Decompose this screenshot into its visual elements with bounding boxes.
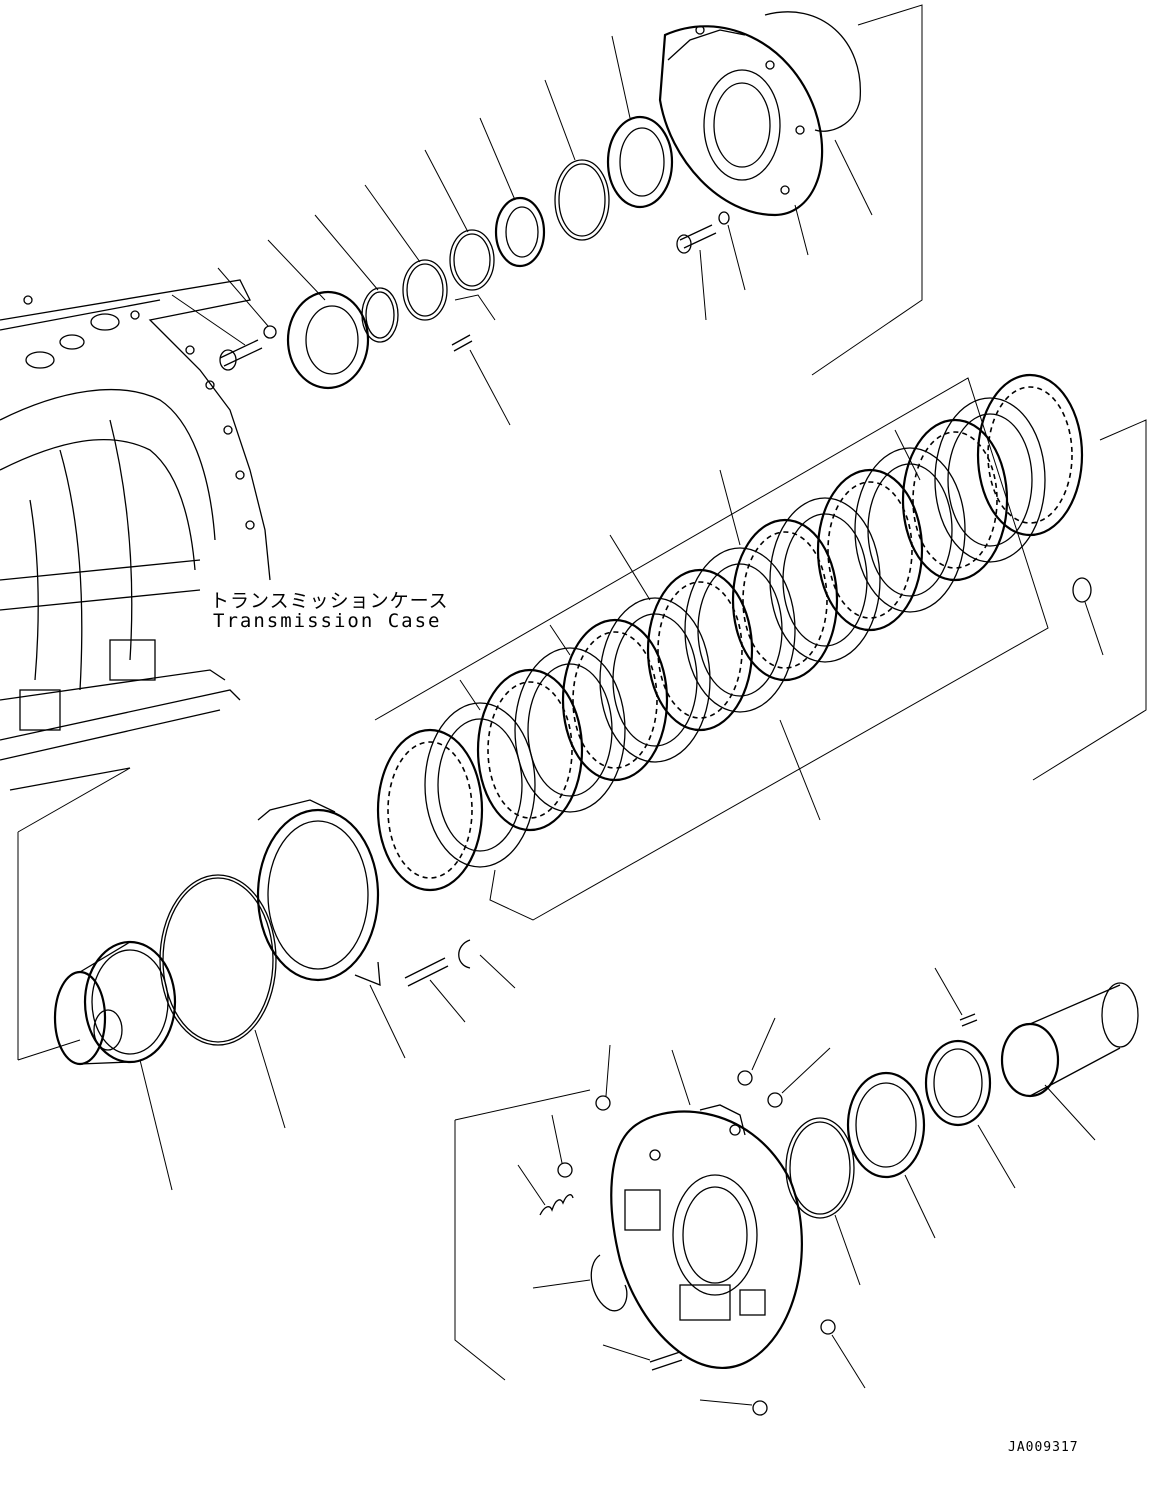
upper-o-ring [764,11,873,216]
end-plate [256,799,406,1059]
cover-housing [658,25,824,256]
snap-ring-3 [544,79,610,241]
dowel-pin-middle [404,957,466,1023]
drawing-id: JA009317 [1008,1440,1079,1455]
upper-bearing [479,117,546,268]
small-washer-right [1072,577,1104,656]
snap-ring-middle [458,939,516,989]
lower-pin [602,1344,683,1371]
clutch-pack-bracket [17,377,1147,1061]
shaft-pin [934,967,978,1027]
clutch-leaders [459,429,921,821]
case-label-japanese: トランスミッションケース [210,590,449,612]
snap-ring-1 [314,214,399,343]
lower-seal [924,1039,1016,1189]
bearing-retainer-plate [267,239,370,390]
lower-snap-ring-2 [785,1117,861,1286]
upper-bolt [171,294,263,371]
oil-seal [606,35,674,209]
pump-body [610,1049,803,1369]
upper-group-bracket [454,4,923,376]
friction-discs [376,373,1084,892]
snap-ring-2 [364,184,448,321]
cover-bolt [676,224,717,321]
upper-washer [217,267,277,339]
clutch-gear [53,940,177,1191]
lower-snap-ring [532,1254,628,1312]
input-shaft [1000,982,1139,1141]
seal-ring [424,149,495,291]
lower-group-bracket [454,1089,591,1381]
spring [517,1164,574,1216]
lower-bearing [846,1071,936,1239]
cover-washer [718,211,746,291]
steel-plates [424,397,1046,868]
transmission-case [0,279,271,791]
large-o-ring [159,874,286,1129]
case-label-english: Transmission Case [213,610,442,632]
pump-plugs [551,1017,866,1416]
dowel-pin-upper [451,334,511,426]
